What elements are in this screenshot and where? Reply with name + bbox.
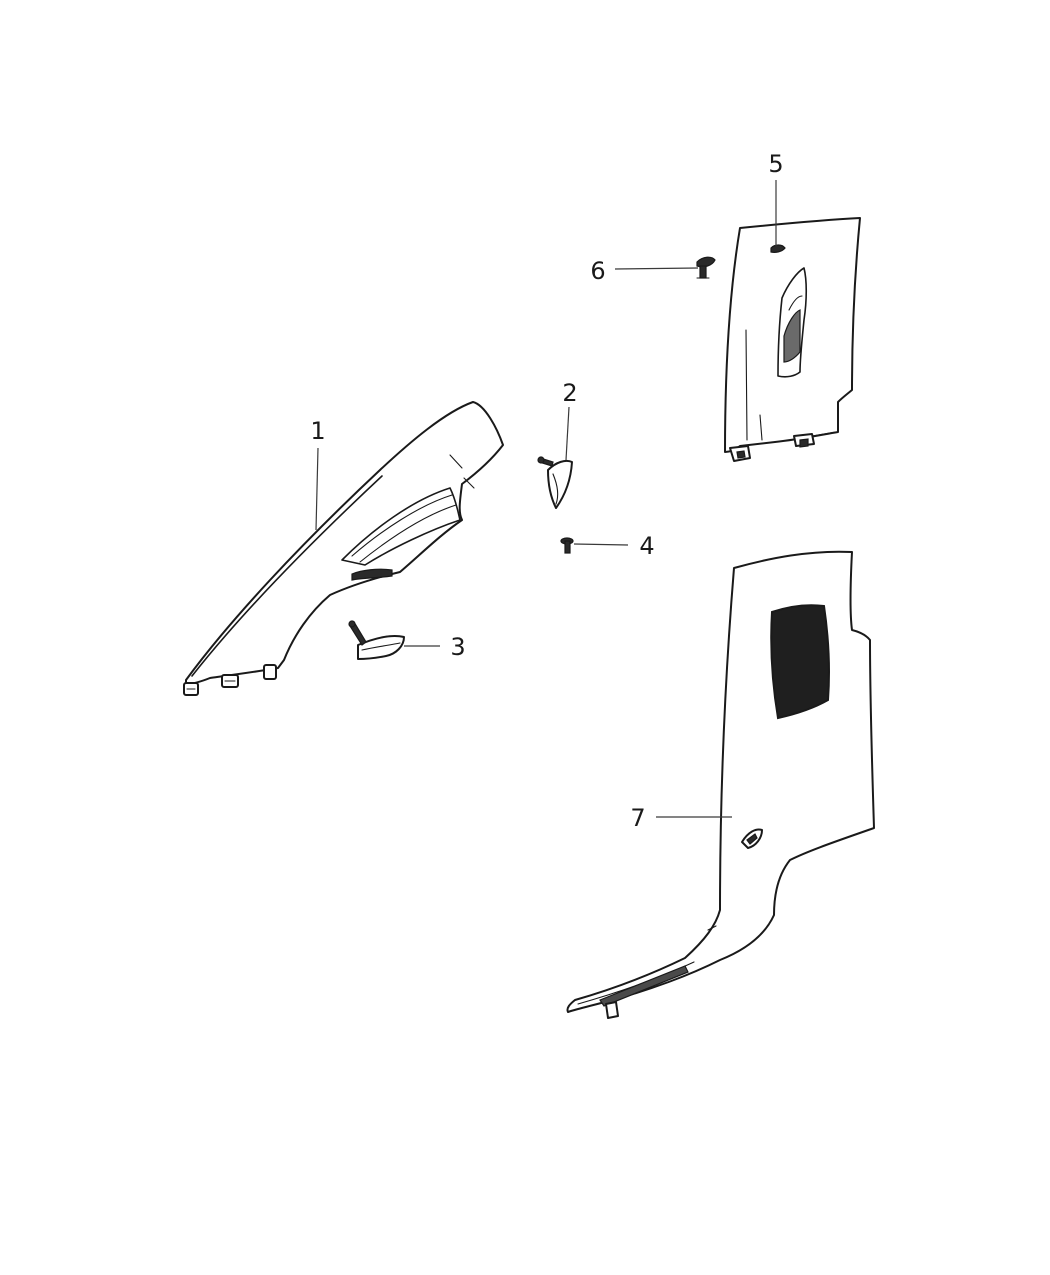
part-2-cover	[537, 456, 573, 509]
callout-4: 4	[639, 532, 654, 560]
part-4-fastener	[560, 537, 574, 554]
part-1-a-pillar-trim	[183, 401, 504, 696]
callout-6: 6	[590, 257, 605, 285]
callout-2: 2	[562, 379, 577, 407]
callout-1: 1	[310, 417, 325, 445]
part-3-cover	[348, 620, 405, 660]
part-6-clip	[696, 256, 716, 279]
callout-7: 7	[630, 804, 645, 832]
leader-lines	[315, 180, 777, 818]
part-5-b-pillar-upper-trim	[724, 217, 861, 462]
callout-3: 3	[450, 633, 465, 661]
part-7-quarter-trim	[566, 550, 875, 1019]
callout-5: 5	[768, 150, 783, 178]
